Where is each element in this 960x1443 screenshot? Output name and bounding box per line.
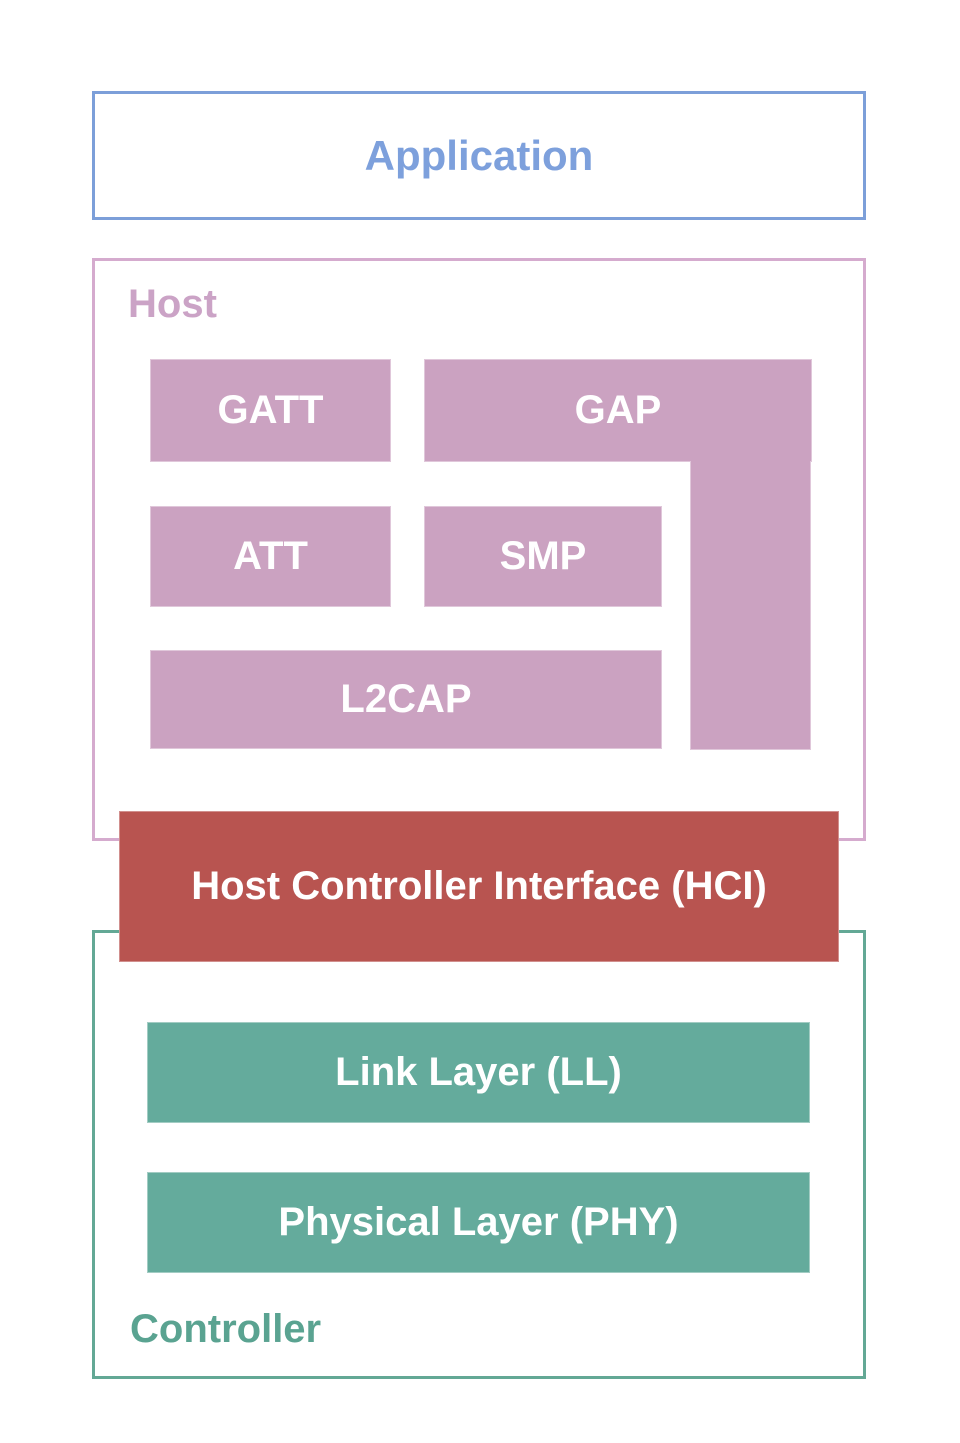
att-block: ATT [150,506,391,607]
gap-block-label: GAP [574,388,662,432]
smp-block: SMP [424,506,662,607]
smp-block-label: SMP [499,534,587,578]
hci-block-label: Host Controller Interface (HCI) [191,864,767,908]
l2cap-block-label: L2CAP [340,677,472,721]
application-label: Application [364,131,594,179]
controller-container-label: Controller [130,1307,322,1351]
gap-block-extension [690,461,811,750]
link-layer-block-label: Link Layer (LL) [335,1050,622,1094]
gatt-block-label: GATT [217,388,324,432]
host-container-label: Host [128,282,217,326]
host-container: Host GATT GAP ATT SMP L2CAP [92,258,866,841]
link-layer-block: Link Layer (LL) [147,1022,810,1123]
hci-block: Host Controller Interface (HCI) [119,811,839,962]
l2cap-block: L2CAP [150,650,662,749]
gap-block: GAP [424,359,812,462]
controller-container: Link Layer (LL) Physical Layer (PHY) Con… [92,930,866,1379]
application-box: Application [92,91,866,220]
gatt-block: GATT [150,359,391,462]
att-block-label: ATT [233,534,308,578]
physical-layer-block-label: Physical Layer (PHY) [278,1200,679,1244]
physical-layer-block: Physical Layer (PHY) [147,1172,810,1273]
